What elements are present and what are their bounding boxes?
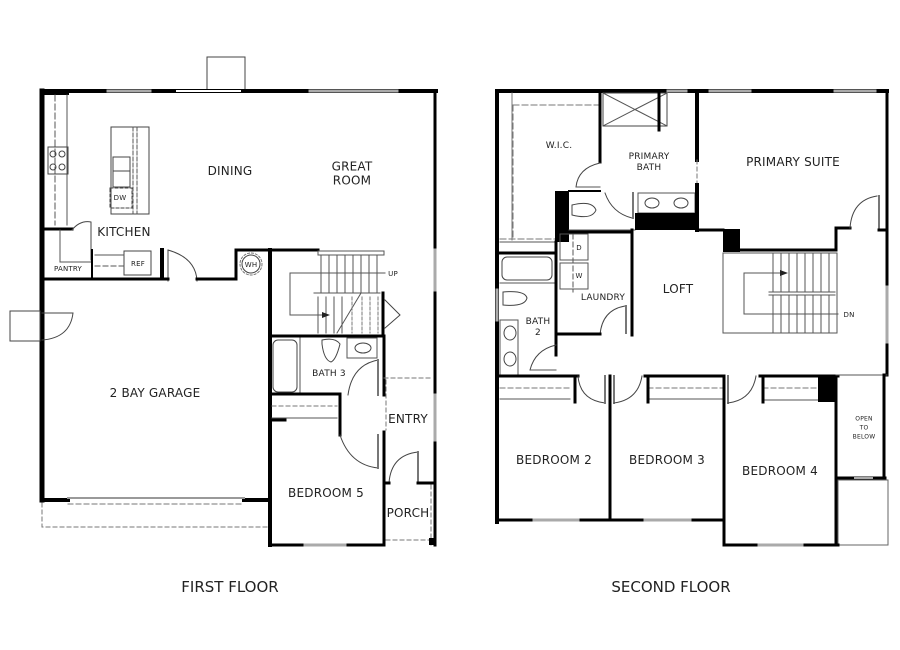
room-label-bath-2: BATH 2 <box>525 317 551 338</box>
room-label-garage: 2 BAY GARAGE <box>109 386 201 400</box>
room-label-loft: LOFT <box>662 282 694 296</box>
stairs-down-label: DN <box>843 311 855 319</box>
room-label-bath-3: BATH 3 <box>312 369 346 379</box>
room-label-pantry: PANTRY <box>54 265 82 273</box>
room-label-porch: PORCH <box>386 506 430 520</box>
second-floor-walls <box>495 89 889 547</box>
room-label-entry: ENTRY <box>388 412 428 426</box>
room-label-primary-bath: PRIMARY BATH <box>628 152 670 173</box>
room-label-wic: W.I.C. <box>545 141 573 151</box>
appliance-label-dryer: D <box>576 244 582 252</box>
room-label-open-to-below: OPEN TO BELOW <box>852 415 876 441</box>
room-label-bedroom-5: BEDROOM 5 <box>288 486 364 500</box>
appliance-label-dishwasher: DW <box>113 194 127 202</box>
room-label-laundry: LAUNDRY <box>580 293 626 303</box>
room-label-great-room: GREAT ROOM <box>331 159 373 188</box>
room-label-kitchen: KITCHEN <box>97 225 151 239</box>
appliance-label-washer: W <box>575 272 583 280</box>
room-label-bedroom-3: BEDROOM 3 <box>629 453 705 467</box>
appliance-label-water-heater: WH <box>244 261 258 269</box>
room-label-bedroom-4: BEDROOM 4 <box>742 464 818 478</box>
room-label-dining: DINING <box>207 164 253 178</box>
first-floor-walls <box>9 56 438 547</box>
first-floor-title: FIRST FLOOR <box>181 578 279 596</box>
stairs-up-label: UP <box>388 270 398 278</box>
room-label-primary-suite: PRIMARY SUITE <box>746 155 840 169</box>
second-floor-title: SECOND FLOOR <box>611 578 731 596</box>
room-label-bedroom-2: BEDROOM 2 <box>516 453 592 467</box>
appliance-label-ref: REF <box>131 260 145 268</box>
